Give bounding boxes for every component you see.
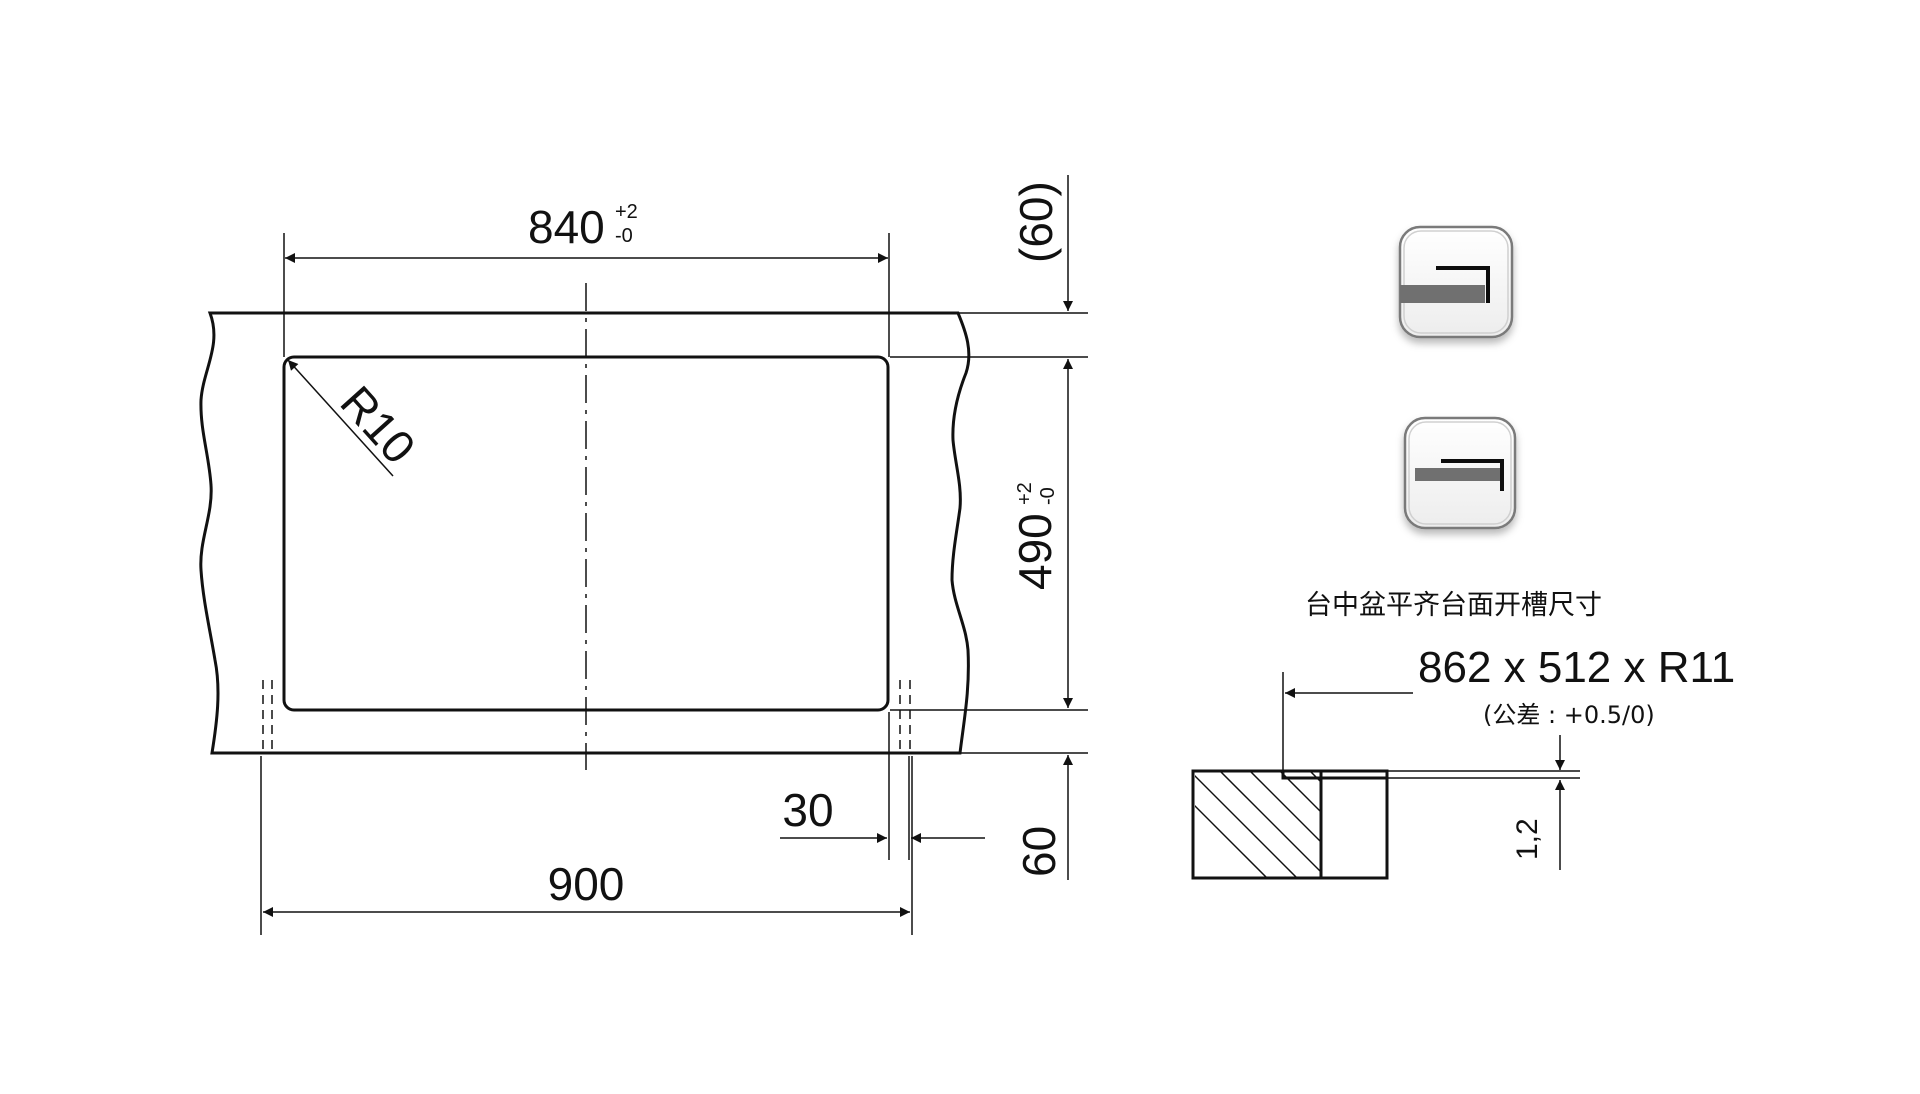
dimension-900-value: 900 <box>548 858 625 910</box>
dimension-840-tol-lower: -0 <box>615 225 633 247</box>
radius-value: R10 <box>331 376 426 474</box>
rim-hidden-lines <box>262 680 911 755</box>
dimension-490-tol-upper: +2 <box>1014 482 1036 505</box>
vertical-dimensions: (60) 490 +2 -0 60 <box>890 175 1088 880</box>
dimension-490-tol-lower: -0 <box>1037 487 1059 505</box>
dimension-840-tol-upper: +2 <box>615 201 638 223</box>
dimension-840: 840 +2 -0 <box>283 201 890 357</box>
cutout-size: 862 x 512 x R11 <box>1418 643 1735 692</box>
dimension-30: 30 <box>780 712 985 860</box>
cutout-title: 台中盆平齐台面开槽尺寸 <box>1305 590 1602 621</box>
dimension-840-value: 840 <box>528 201 605 253</box>
radius-callout: R10 <box>287 359 426 477</box>
cutout-depth: 1,2 <box>1511 818 1544 860</box>
dimension-bottom-margin: 60 <box>1013 826 1065 877</box>
flush-mount-icon <box>1398 225 1514 339</box>
dimension-top-margin: (60) <box>1010 181 1062 263</box>
dimension-490-value: 490 <box>1009 513 1061 590</box>
dimension-30-value: 30 <box>782 784 833 836</box>
countertop-outline <box>199 311 971 755</box>
dimension-900: 900 <box>260 756 913 935</box>
cutout-tolerance: (公差 : +0.5/0) <box>1483 701 1655 729</box>
top-mount-icon <box>1403 416 1517 530</box>
cutout-section-detail: 1,2 <box>1191 672 1580 880</box>
